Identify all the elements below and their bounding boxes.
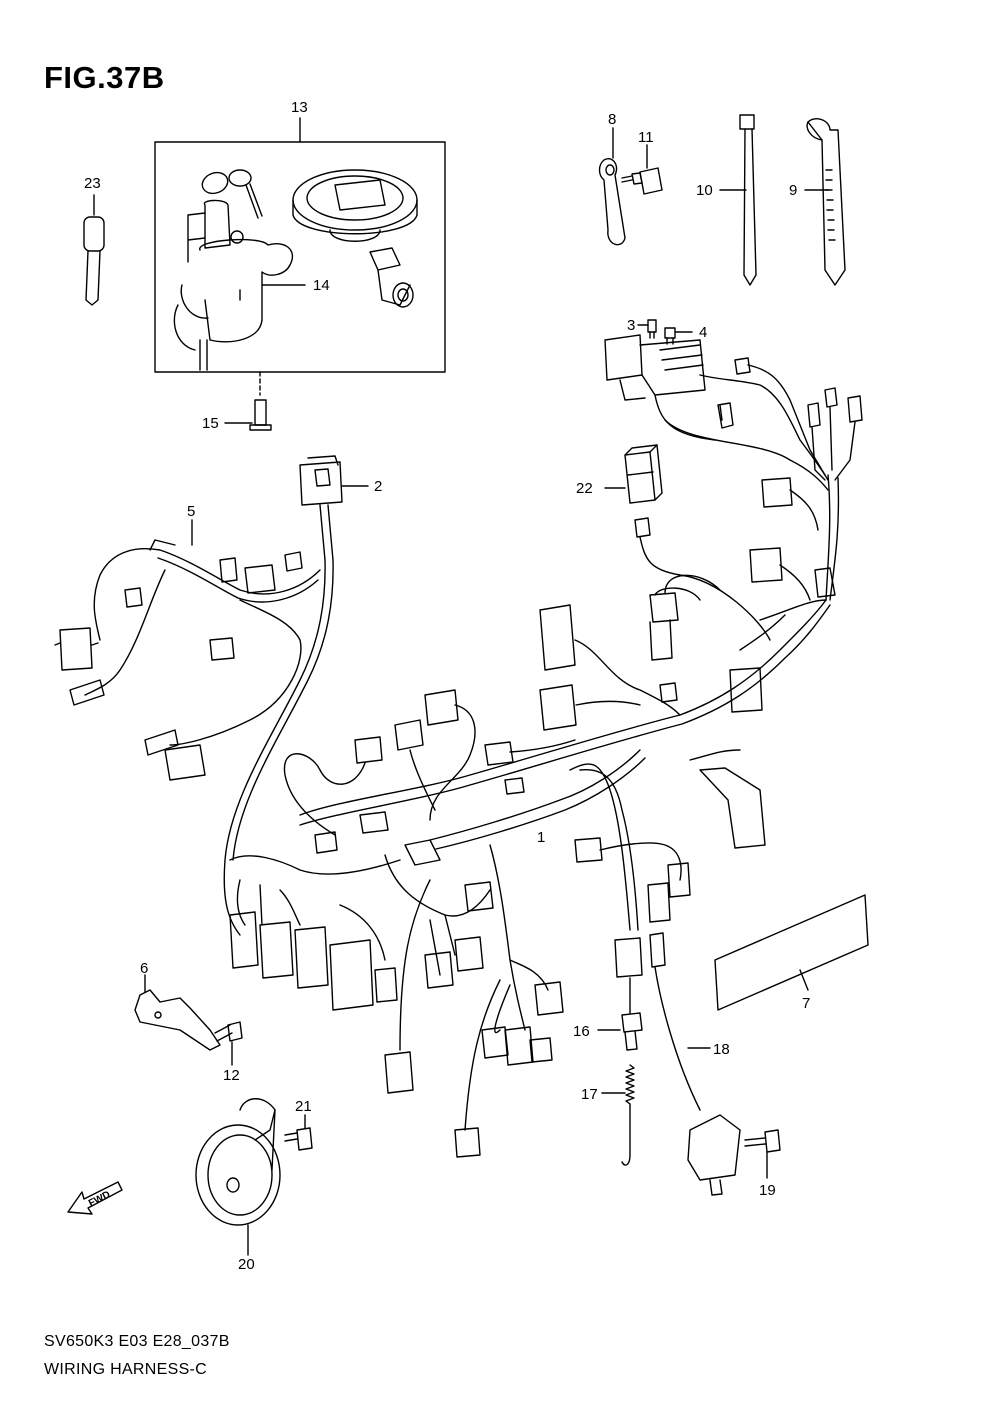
rear-brake-switch-icon [687,1114,741,1196]
bolt-icon [214,1021,243,1042]
horn-icon [195,1098,281,1226]
callout-4: 4 [699,324,708,341]
callout-3: 3 [627,317,636,334]
callout-20: 20 [238,1256,255,1273]
spare-key-icon [83,216,105,306]
connector-icon [539,604,681,731]
callout-1: 1 [537,829,546,846]
clamp-icon [598,158,626,246]
callout-22: 22 [576,480,593,497]
figure-name: WIRING HARNESS-C [44,1361,208,1378]
callout-14: 14 [313,277,330,294]
callout-12: 12 [223,1067,240,1084]
callout-13: 13 [291,99,308,116]
main-harness [299,599,827,816]
ignition-switch-icon [173,199,306,371]
connector-icon [69,679,105,706]
connector-icon [299,455,343,506]
connector-icon [424,689,476,821]
fuel-cap-icon [292,169,418,242]
cable-tie-icon [806,118,846,286]
relay-icon [624,444,663,504]
callout-16: 16 [573,1023,590,1040]
key-icon [201,169,263,219]
fuse-icon [647,319,657,339]
fwd-arrow-icon [67,1181,123,1215]
bolt-icon [621,167,663,195]
callout-6: 6 [140,960,149,977]
callout-19: 19 [759,1182,776,1199]
sub-harness-5 [93,548,321,641]
callout-9: 9 [789,182,798,199]
bracket-icon [134,989,221,1051]
harness-branch [664,419,829,491]
callout-11: 11 [638,129,654,146]
spring-icon [621,1064,635,1166]
callout-5: 5 [187,503,196,520]
label-plate-icon [714,894,869,1011]
callout-10: 10 [696,182,713,199]
callout-18: 18 [713,1041,730,1058]
callout-2: 2 [374,478,383,495]
brake-switch-icon [621,977,643,1051]
fuse-box-icon [604,334,716,441]
fwd-label: FWD [87,1189,112,1209]
callout-7: 7 [802,995,811,1012]
callout-17: 17 [581,1086,598,1103]
connector-icon [761,477,819,531]
bolt-icon [284,1127,313,1151]
callout-21: 21 [295,1098,312,1115]
connector-icon [54,627,99,671]
figure-title: FIG.37B [44,60,165,95]
cable-tie-icon [739,114,757,286]
callout-23: 23 [84,175,101,192]
bolt-icon [744,1129,781,1153]
callout-15: 15 [202,415,219,432]
callout-8: 8 [608,111,617,128]
screw-icon [249,399,272,431]
connector-icon [749,547,811,601]
figure-code: SV650K3 E03 E28_037B [44,1333,230,1350]
lock-cylinder-icon [369,247,414,308]
ignition-set-box [154,141,446,373]
